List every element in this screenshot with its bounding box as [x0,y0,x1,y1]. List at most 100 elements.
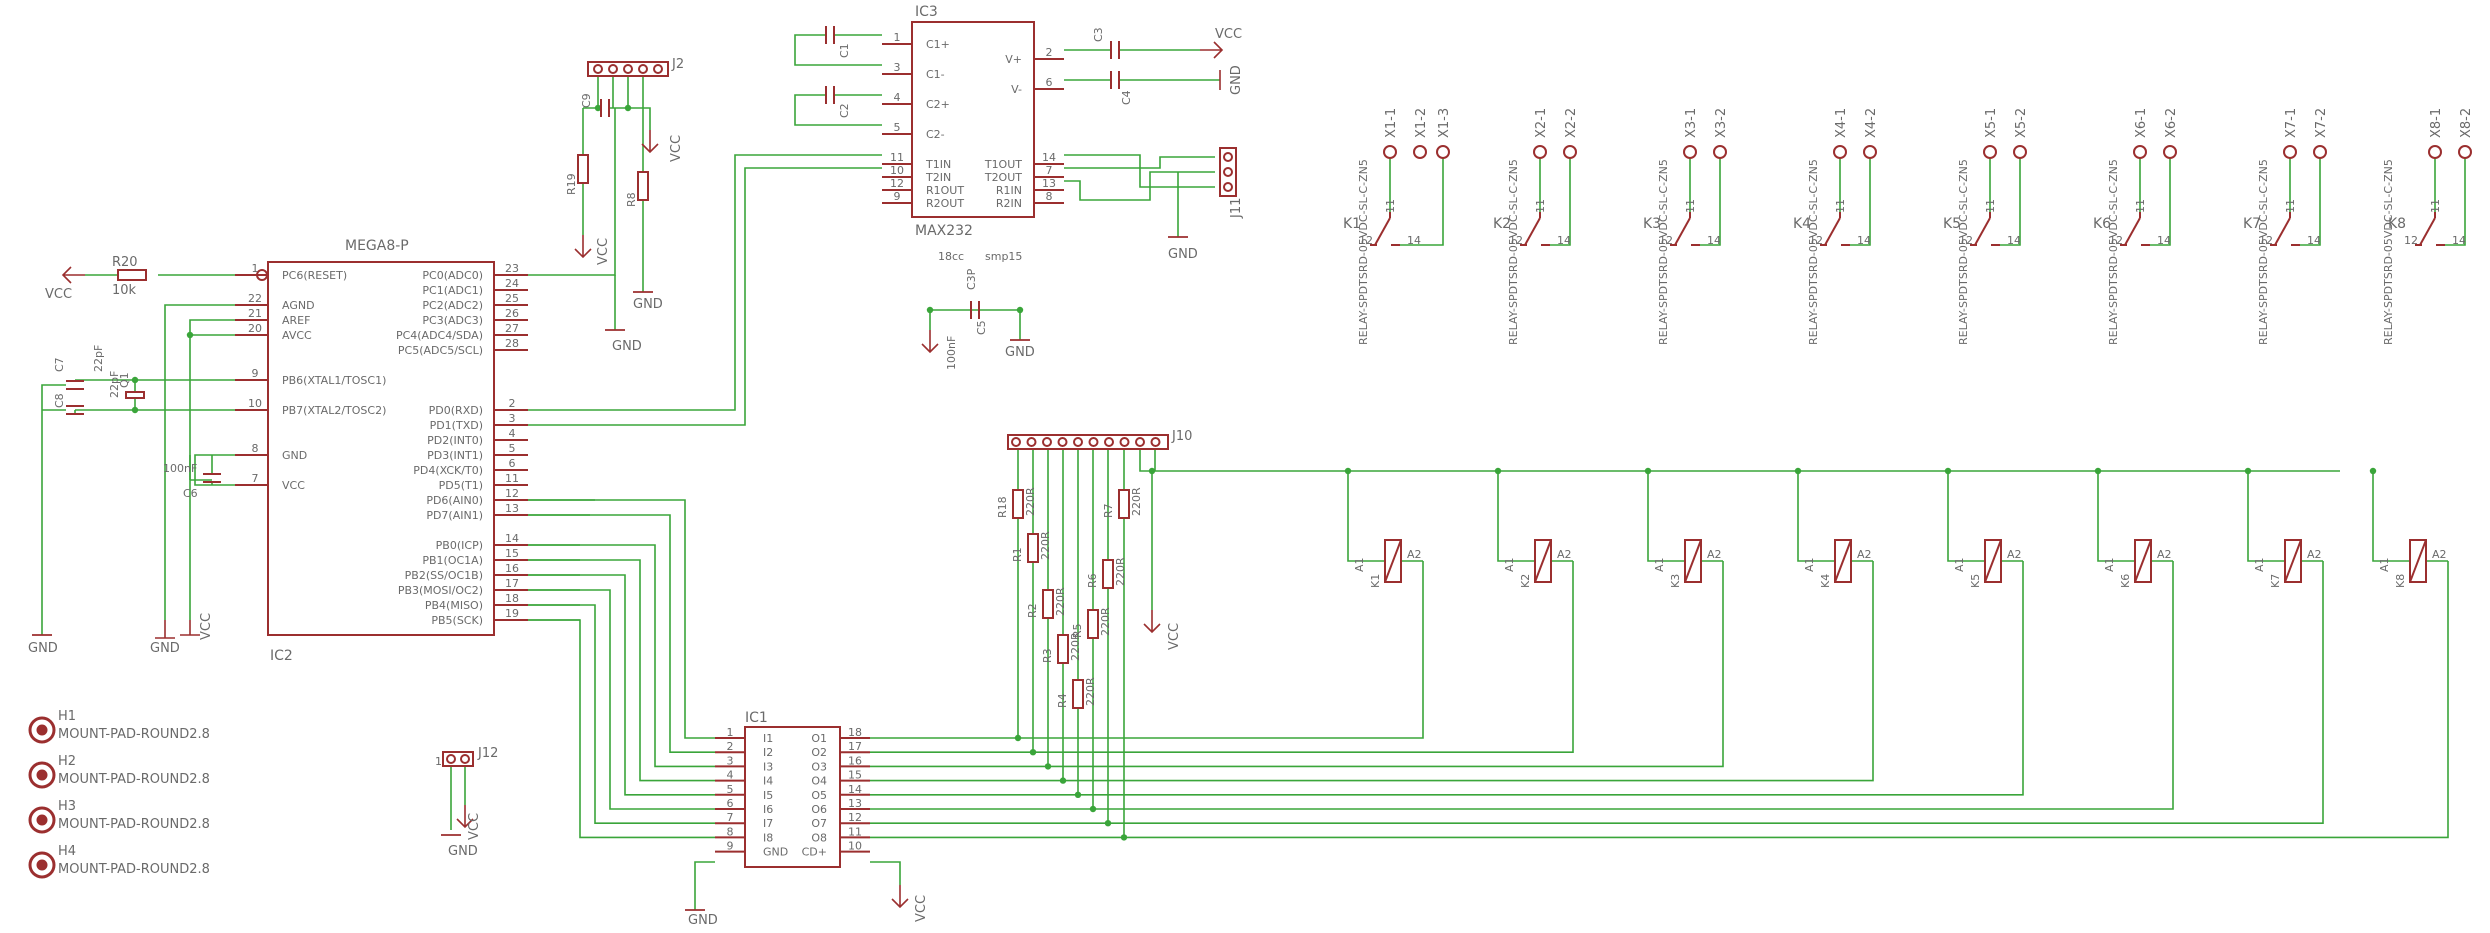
pin-name: AREF [282,314,310,327]
header-pin [1042,437,1052,447]
capacitor-c3 [1110,41,1120,59]
mount-hole [28,851,56,879]
coil-wire [2247,471,2285,562]
resistor-ref: R18 [996,496,1009,518]
pin-name: I2 [763,746,773,759]
capacitor-c9 [600,99,610,117]
r19-ref: R19 [565,173,578,195]
pin-number: 11 [1534,199,1547,213]
gnd-label: GND [448,844,478,859]
capacitor-c5 [970,301,980,319]
pin-name: PC2(ADC2) [422,299,483,312]
relay-contact [2419,217,2436,246]
pin-number: 14 [1557,234,1571,247]
terminal [2458,145,2472,159]
reset-bubble [256,269,268,281]
resistor-ref: R1 [1011,547,1024,562]
driver-out-wire [870,561,2174,810]
pin-number: 14 [848,783,862,796]
vcc-symbol [574,235,592,259]
relay-coil [2284,539,2302,583]
gnd-label: GND [612,339,642,354]
pin-number: 2 [1046,46,1053,59]
pin-name: PB6(XTAL1/TOSC1) [282,374,386,387]
pin-number: 10 [890,164,904,177]
coil-wire [1347,471,1385,562]
relay-ref: K6 [2119,574,2132,588]
pin-number: 11 [1684,199,1697,213]
relay-ref: K5 [1943,216,1961,232]
pin-name: PD3(INT1) [427,449,483,462]
junction-dot [624,104,632,112]
pin-number: 4 [894,91,901,104]
aref-wire [189,319,235,480]
c1-ref: C1 [838,43,851,58]
header-pin [1223,152,1233,162]
pin-number: 11 [2284,199,2297,213]
relay-value: RELAY-SPDTSRD-05VDC-SL-C-ZN5 [2107,159,2120,345]
relay-coil [2284,539,2302,583]
c8-value: 22pF [108,371,121,398]
driver-ref: IC1 [745,710,768,726]
coil-wire [1947,471,1985,562]
junction-dot [1120,834,1128,841]
pin-number: 17 [848,740,862,753]
pin-number: 12 [848,811,862,824]
junction-dot [1029,749,1037,756]
gnd-label: GND [633,297,663,312]
pin-name: R1OUT [926,184,964,197]
resistor-r19 [577,154,589,184]
vcc-symbol [61,266,85,284]
c6-value: 100nF [163,462,197,475]
c7-ref: C7 [53,357,66,372]
mount-value: MOUNT-PAD-ROUND2.8 [58,817,210,832]
mount-ref: H2 [58,754,76,769]
pin-name: AGND [282,299,315,312]
coil-pin: A2 [2307,548,2322,561]
resistor [1118,489,1130,519]
pin-name: O7 [811,817,827,830]
relay-ref: K5 [1969,574,1982,588]
pin-name: PB5(SCK) [431,614,483,627]
crystal-ref: Q1 [118,372,131,388]
terminal [1383,145,1397,159]
relay-coil [1834,539,1852,583]
j10-header [1007,434,1169,450]
pin-number: 11 [848,825,862,838]
header-pin [653,64,663,74]
vcc-label: VCC [199,613,214,640]
pin-number: 14 [2157,234,2171,247]
mega-out-wire [528,574,715,796]
crystal [125,391,145,399]
pin-number: 9 [894,190,901,203]
pin-number: 13 [505,502,519,515]
junction-dot [1014,734,1022,742]
pin-name: PD0(RXD) [429,404,483,417]
mega-out-wire [528,589,715,810]
header-pin [623,64,633,74]
coil-wire [2372,471,2410,562]
relay-contact [1374,217,1391,246]
pin-number: 12 [2109,234,2123,247]
resistor-r20 [117,269,147,281]
cap-label: C3P [965,268,978,290]
terminal-label: X7-1 [2284,108,2299,138]
relay-value: RELAY-SPDTSRD-05VDC-SL-C-ZN5 [2382,159,2395,345]
mount-hole [36,769,48,781]
contact-wire [1700,158,1721,246]
pin-name: C1- [926,68,945,81]
header-pin [1223,182,1233,192]
gnd-symbol [180,620,200,636]
cap-label: 18cc [938,250,964,263]
coil-wire [2097,471,2135,562]
coil-pin: A1 [1953,557,1966,572]
pin-number: 18 [848,726,862,739]
c4-ref: C4 [1120,90,1133,105]
pin-number: 1 [727,726,734,739]
coil-pin: A1 [1803,557,1816,572]
driver-vcc-wire [870,861,901,885]
j10-ref: J10 [1171,429,1192,444]
terminal [1983,145,1997,159]
pin-number: 2 [727,740,734,753]
terminal-label: X1-1 [1384,108,1399,138]
